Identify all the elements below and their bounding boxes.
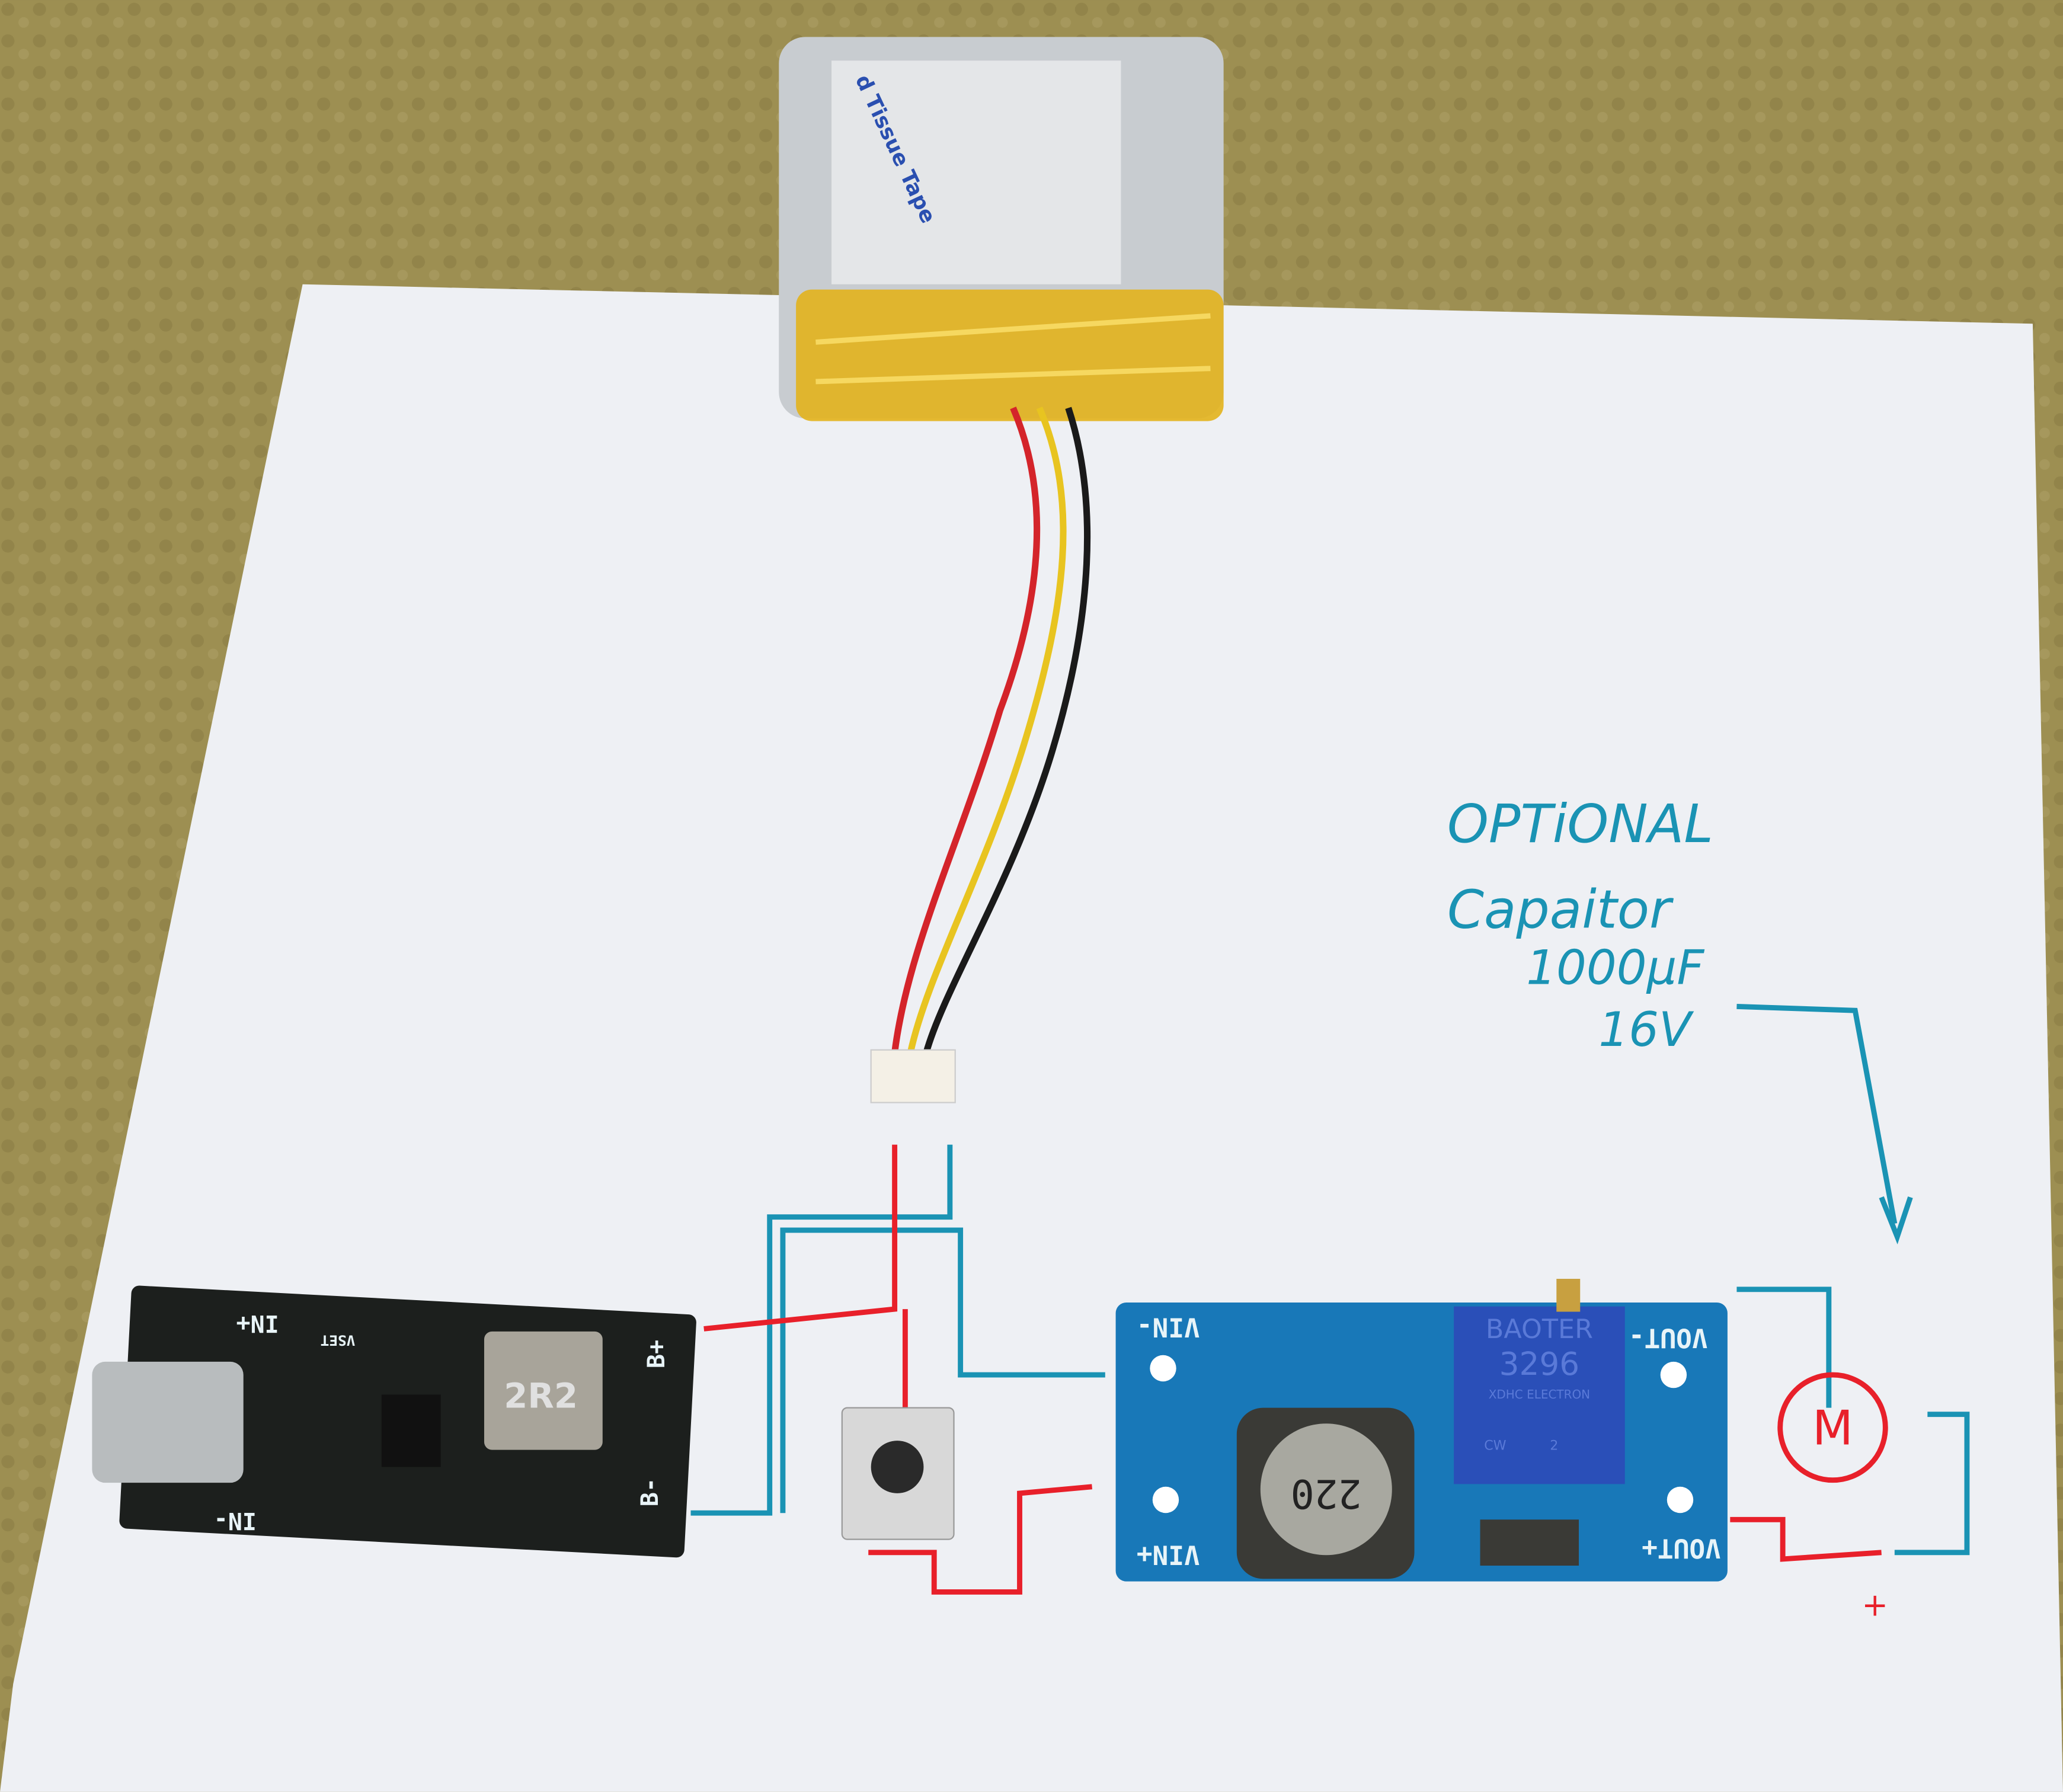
svg-text:B-: B-	[637, 1478, 664, 1506]
svg-text:VSET: VSET	[321, 1332, 356, 1349]
svg-text:1000μF: 1000μF	[1526, 940, 1704, 996]
lipo-battery: d Tissue Tape	[779, 37, 1224, 421]
svg-text:OPTiONAL: OPTiONAL	[1447, 793, 1713, 855]
potentiometer[interactable]	[1454, 1306, 1625, 1484]
diode	[1480, 1519, 1579, 1566]
svg-text:2R2: 2R2	[504, 1376, 578, 1416]
drawn-wires-blue	[690, 1004, 1970, 1556]
usb-c-port	[92, 1361, 244, 1483]
battery-wires	[891, 407, 1091, 1054]
charger-ic	[381, 1394, 441, 1467]
trim-screw[interactable]	[1556, 1279, 1581, 1312]
svg-text:3296: 3296	[1499, 1346, 1580, 1383]
boost-converter-board: VIN- VIN+ VOUT- VOUT+ 220 BAOTER 3296 XD…	[1115, 1279, 1728, 1582]
capacitor-annotation: OPTiONAL Capaitor 1000μF 16V	[1447, 793, 1913, 1244]
svg-text:16V: 16V	[1598, 1002, 1694, 1057]
push-button	[841, 1407, 955, 1540]
usb-c-charger-board: 2R2 IN+ VSET IN- B+ B-	[92, 1285, 696, 1558]
svg-text:BAOTER: BAOTER	[1486, 1314, 1593, 1345]
svg-text:B+: B+	[643, 1340, 670, 1368]
paper-sheet	[0, 284, 2063, 1792]
tissue-tape-label	[831, 60, 1121, 284]
svg-text:+: +	[1862, 1586, 1888, 1623]
svg-text:2: 2	[1550, 1438, 1558, 1454]
svg-text:XDHC ELECTRON: XDHC ELECTRON	[1489, 1387, 1590, 1401]
svg-text:CW: CW	[1484, 1438, 1506, 1454]
svg-text:VIN+: VIN+	[1137, 1540, 1200, 1570]
svg-text:IN-: IN-	[214, 1507, 257, 1534]
svg-text:IN+: IN+	[236, 1310, 279, 1337]
svg-text:220: 220	[1291, 1471, 1362, 1517]
svg-text:M: M	[1812, 1401, 1853, 1456]
motor-symbol: M +	[1777, 1372, 1888, 1623]
jst-connector	[870, 1049, 956, 1103]
drawn-wires-red	[703, 1144, 1882, 1595]
inductor	[484, 1331, 603, 1450]
svg-text:VOUT-: VOUT-	[1629, 1322, 1708, 1352]
svg-text:Capaitor: Capaitor	[1447, 879, 1674, 940]
svg-text:VIN-: VIN-	[1137, 1312, 1200, 1342]
arrow-icon	[1879, 1196, 1913, 1244]
svg-text:VOUT+: VOUT+	[1642, 1533, 1721, 1563]
